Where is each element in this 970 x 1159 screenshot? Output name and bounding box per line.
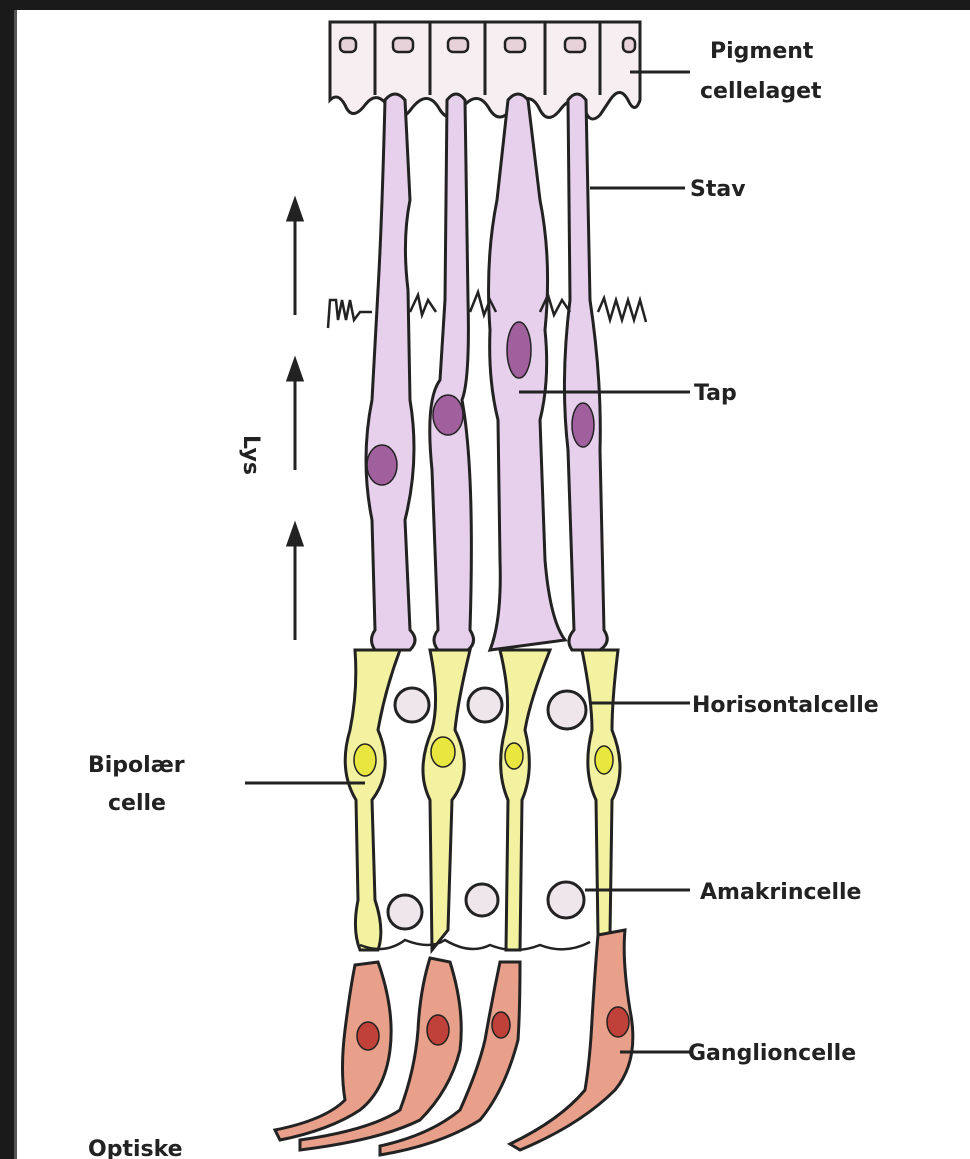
nucleus xyxy=(367,445,397,485)
pigment-nucleus xyxy=(505,38,525,52)
label-optiske: Optiske xyxy=(88,1137,183,1159)
nucleus xyxy=(431,737,455,767)
ganglion-cell xyxy=(510,930,633,1150)
nucleus xyxy=(433,395,463,435)
bipolar-nuclei xyxy=(354,737,613,776)
nucleus xyxy=(572,403,594,447)
bipolar-cell xyxy=(500,650,550,950)
amacrine-cell xyxy=(466,884,498,916)
photoreceptors xyxy=(366,94,607,650)
bipolar-cell xyxy=(582,650,620,935)
nucleus xyxy=(492,1012,510,1038)
label-bipolaer-line1: Bipolær xyxy=(88,753,185,778)
nucleus xyxy=(607,1007,629,1037)
label-horisontalcelle: Horisontalcelle xyxy=(692,693,879,718)
rod-cell xyxy=(564,94,607,650)
pigment-nucleus xyxy=(448,38,468,52)
nucleus xyxy=(595,746,613,774)
amacrine-cell xyxy=(388,895,422,929)
horizontal-cell xyxy=(468,688,502,722)
horizontal-cell xyxy=(395,688,429,722)
nucleus xyxy=(357,1022,379,1050)
label-bipolaer-line2: celle xyxy=(108,791,166,816)
inner-plexiform-line xyxy=(360,940,590,950)
light-arrows xyxy=(288,200,302,640)
label-stav: Stav xyxy=(690,177,746,202)
nucleus xyxy=(427,1015,449,1045)
label-tap: Tap xyxy=(694,381,737,406)
label-lys: Lys xyxy=(238,435,263,475)
label-pigment-line2: cellelaget xyxy=(700,79,822,104)
arrow-head xyxy=(288,360,302,380)
amacrine-cells xyxy=(388,882,584,929)
pigment-nucleus xyxy=(623,38,635,52)
pigment-nucleus xyxy=(565,38,585,52)
horizontal-cell xyxy=(548,691,586,729)
label-amakrincelle: Amakrincelle xyxy=(700,880,861,905)
horizontal-cells xyxy=(395,688,586,729)
bipolar-cell xyxy=(423,650,470,950)
nucleus xyxy=(507,322,531,378)
ganglion-cells xyxy=(275,930,633,1155)
rod-cell xyxy=(366,94,415,650)
arrow-head xyxy=(288,200,302,220)
label-ganglioncelle: Ganglioncelle xyxy=(688,1041,856,1066)
nucleus xyxy=(354,744,376,776)
ganglion-cell xyxy=(275,962,391,1140)
pigment-nucleus xyxy=(393,38,413,52)
frame-top xyxy=(0,0,970,10)
frame-inner-edge xyxy=(14,10,17,1159)
nucleus xyxy=(505,743,523,769)
pigment-nucleus xyxy=(340,38,356,52)
amacrine-cell xyxy=(548,882,584,918)
pigment-cell-layer xyxy=(330,22,640,119)
rod-cell xyxy=(430,94,474,650)
arrow-head xyxy=(288,525,302,545)
label-pigment-line1: Pigment xyxy=(710,39,814,64)
frame-left xyxy=(0,0,14,1159)
